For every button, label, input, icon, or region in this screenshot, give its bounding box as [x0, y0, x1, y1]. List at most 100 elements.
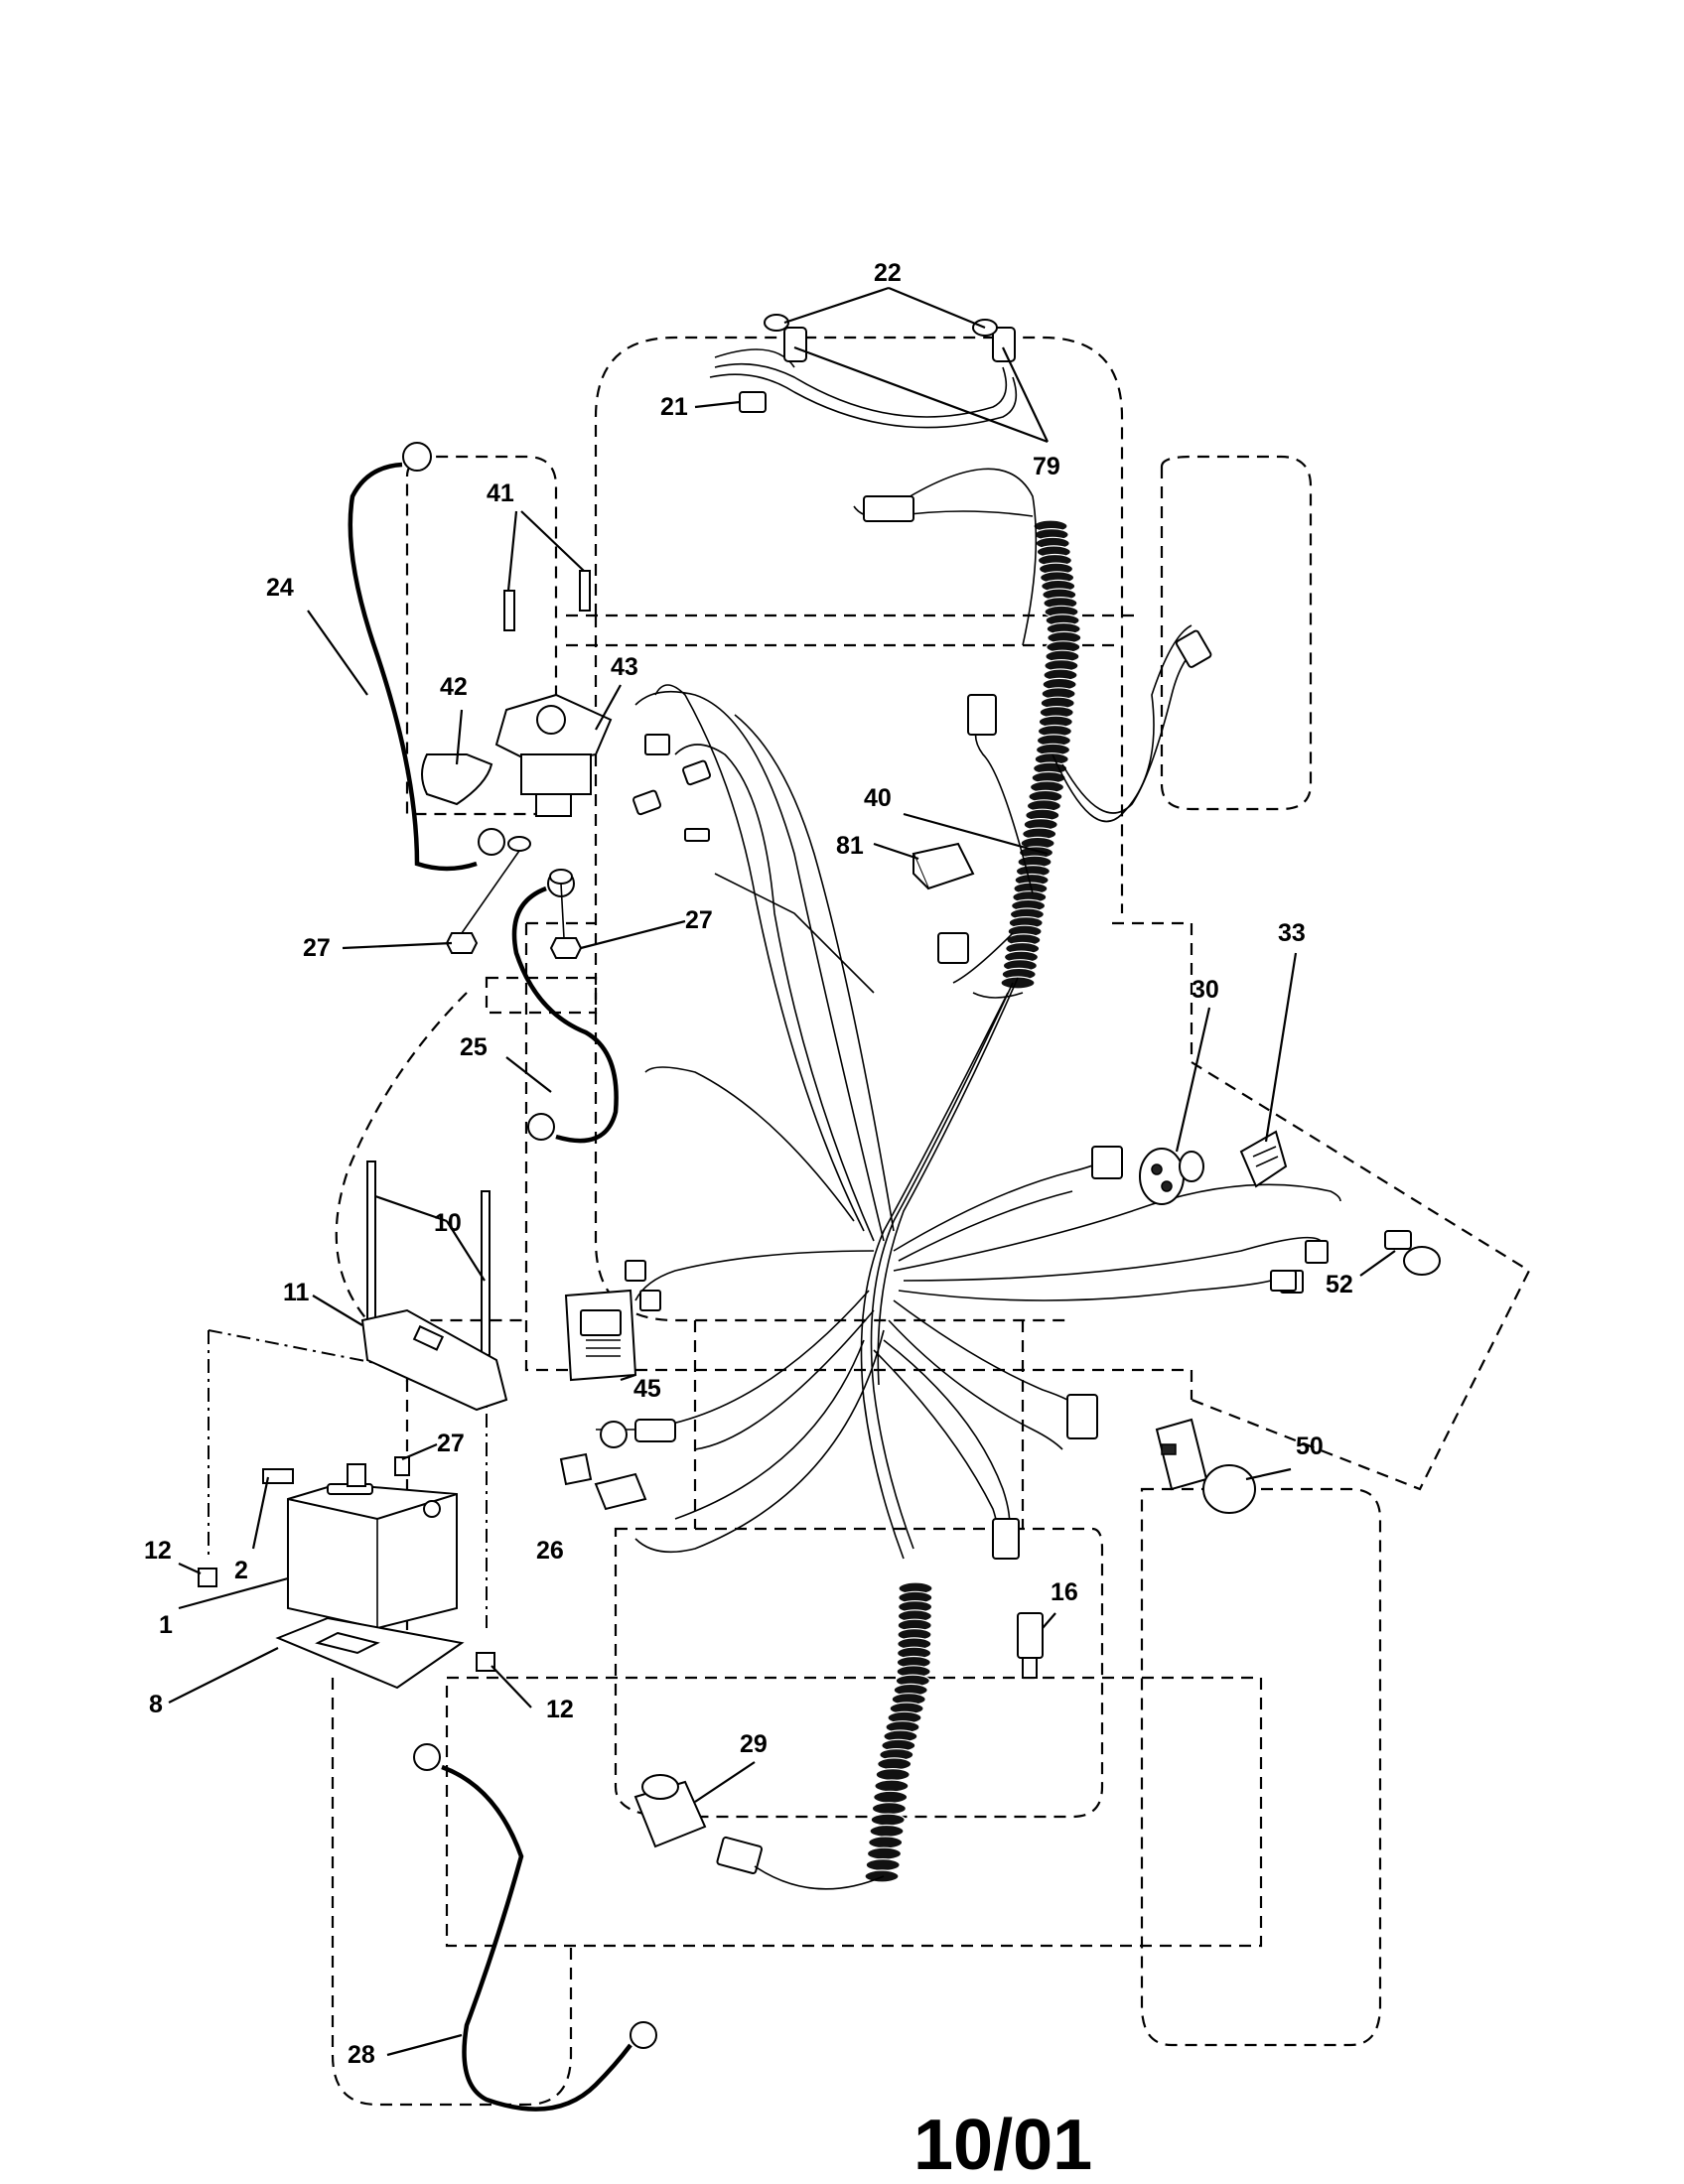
- coil-loop: [871, 1802, 908, 1816]
- coil-loop: [1000, 976, 1036, 990]
- bolt-2: [262, 1468, 294, 1484]
- callout-41: 41: [487, 479, 514, 507]
- connector-block: [1066, 1394, 1098, 1439]
- callout-50: 50: [1296, 1433, 1324, 1460]
- headlight-socket-left: [783, 327, 807, 362]
- connector-top: [863, 495, 914, 522]
- connector-mid: [967, 694, 997, 736]
- callout-81: 81: [836, 832, 864, 860]
- hold-down-11: [360, 1308, 508, 1412]
- rod-10-right: [481, 1190, 491, 1356]
- callout-12-right: 12: [546, 1696, 574, 1723]
- callout-79: 79: [1033, 453, 1060, 480]
- callout-27-right: 27: [685, 906, 713, 934]
- tractor-outline: [208, 336, 1531, 2107]
- headlight-socket-right: [992, 327, 1016, 362]
- connector-ignition: [1091, 1146, 1123, 1179]
- connector-right-top: [1175, 629, 1212, 668]
- callout-43: 43: [611, 653, 638, 681]
- callout-26: 26: [536, 1537, 564, 1565]
- coil-loop: [865, 1857, 901, 1872]
- callout-27-battery: 27: [437, 1430, 465, 1457]
- harness-connectors: [600, 495, 1329, 1560]
- bulb-left: [764, 314, 789, 332]
- terminal-27: [347, 1463, 366, 1487]
- callout-10: 10: [434, 1209, 462, 1237]
- callout-27-left: 27: [303, 934, 331, 962]
- switch-50: [1155, 1418, 1256, 1514]
- coil-loop: [868, 1836, 904, 1849]
- coil-loops-upper: [1000, 519, 1082, 990]
- callout-24: 24: [266, 574, 294, 602]
- callout-30: 30: [1192, 976, 1219, 1004]
- cable-25: [511, 870, 619, 1144]
- connector-21: [739, 391, 767, 413]
- coil-loop: [869, 1824, 905, 1839]
- hour-meter: [564, 1289, 637, 1382]
- battery-tray-8: [275, 1616, 465, 1690]
- solenoid-body: [520, 753, 592, 795]
- callout-25: 25: [460, 1033, 488, 1061]
- coil-loop: [870, 1813, 906, 1827]
- module-33: [1239, 1130, 1288, 1188]
- rod-10-left: [366, 1160, 376, 1331]
- callout-12-left: 12: [144, 1537, 172, 1565]
- cable-28: [413, 1743, 657, 2112]
- callout-52: 52: [1326, 1271, 1353, 1298]
- battery: [198, 1456, 495, 1690]
- callout-40: 40: [864, 784, 892, 812]
- callout-2: 2: [234, 1557, 248, 1584]
- ignition-switch: [1139, 1148, 1204, 1205]
- connector-terminal-6: [682, 759, 712, 786]
- callout-28: 28: [348, 2041, 375, 2069]
- connector-terminal-4: [684, 828, 710, 842]
- callout-16: 16: [1051, 1578, 1078, 1606]
- connector-lower: [992, 1518, 1020, 1560]
- callout-11: 11: [283, 1279, 310, 1306]
- lamp-52: [1384, 1230, 1441, 1276]
- callout-33: 33: [1278, 919, 1306, 947]
- callout-labels: 22 79 21 24 41 42 43 27 27 25 10 11 27 2…: [144, 259, 1353, 2069]
- coil-loops-lower: [864, 1581, 933, 1883]
- callout-1: 1: [159, 1611, 173, 1639]
- callout-8: 8: [149, 1691, 163, 1718]
- coil-loop: [875, 1767, 911, 1782]
- date-code: 10/01: [913, 2106, 1092, 2184]
- switch-16: [1017, 1612, 1044, 1679]
- callout-22: 22: [874, 259, 902, 287]
- cable-24: [348, 442, 505, 872]
- callout-45: 45: [633, 1375, 661, 1403]
- solenoid-base: [535, 793, 572, 817]
- connector-terminal-3: [644, 734, 670, 755]
- fuse-holder-26: [559, 1452, 647, 1511]
- coil-loop: [874, 1779, 910, 1793]
- callout-29: 29: [740, 1730, 768, 1758]
- bolt-41-left: [503, 590, 515, 631]
- connector-right-2: [1305, 1240, 1329, 1264]
- nut-27-right: [549, 937, 583, 959]
- connector-terminal-5: [632, 789, 662, 816]
- connector-right-3: [1270, 1270, 1297, 1292]
- relay: [912, 842, 975, 890]
- seat-switch-29: [633, 1774, 885, 1890]
- coil-loop: [866, 1846, 903, 1860]
- connector-left-mid: [937, 932, 969, 964]
- connector-terminal-1: [625, 1260, 646, 1282]
- bolt-41-right: [579, 570, 591, 612]
- connector-terminal-2: [639, 1290, 661, 1311]
- nut-27: [394, 1456, 410, 1476]
- boot-42: [421, 753, 493, 806]
- callout-42: 42: [440, 673, 468, 701]
- ground-boot: [634, 1419, 676, 1442]
- solenoid-assembly: [421, 570, 613, 959]
- coil-loop: [873, 1790, 909, 1804]
- battery-hold-down: [360, 1160, 508, 1412]
- headlight-harness: [709, 314, 1018, 429]
- clip-12-right: [476, 1652, 495, 1672]
- main-wire-harness: [596, 468, 1341, 1560]
- ring-terminal-ground: [600, 1421, 628, 1448]
- callout-21: 21: [660, 393, 688, 421]
- clip-12-left: [198, 1568, 217, 1587]
- leader-lines: [168, 286, 1396, 2057]
